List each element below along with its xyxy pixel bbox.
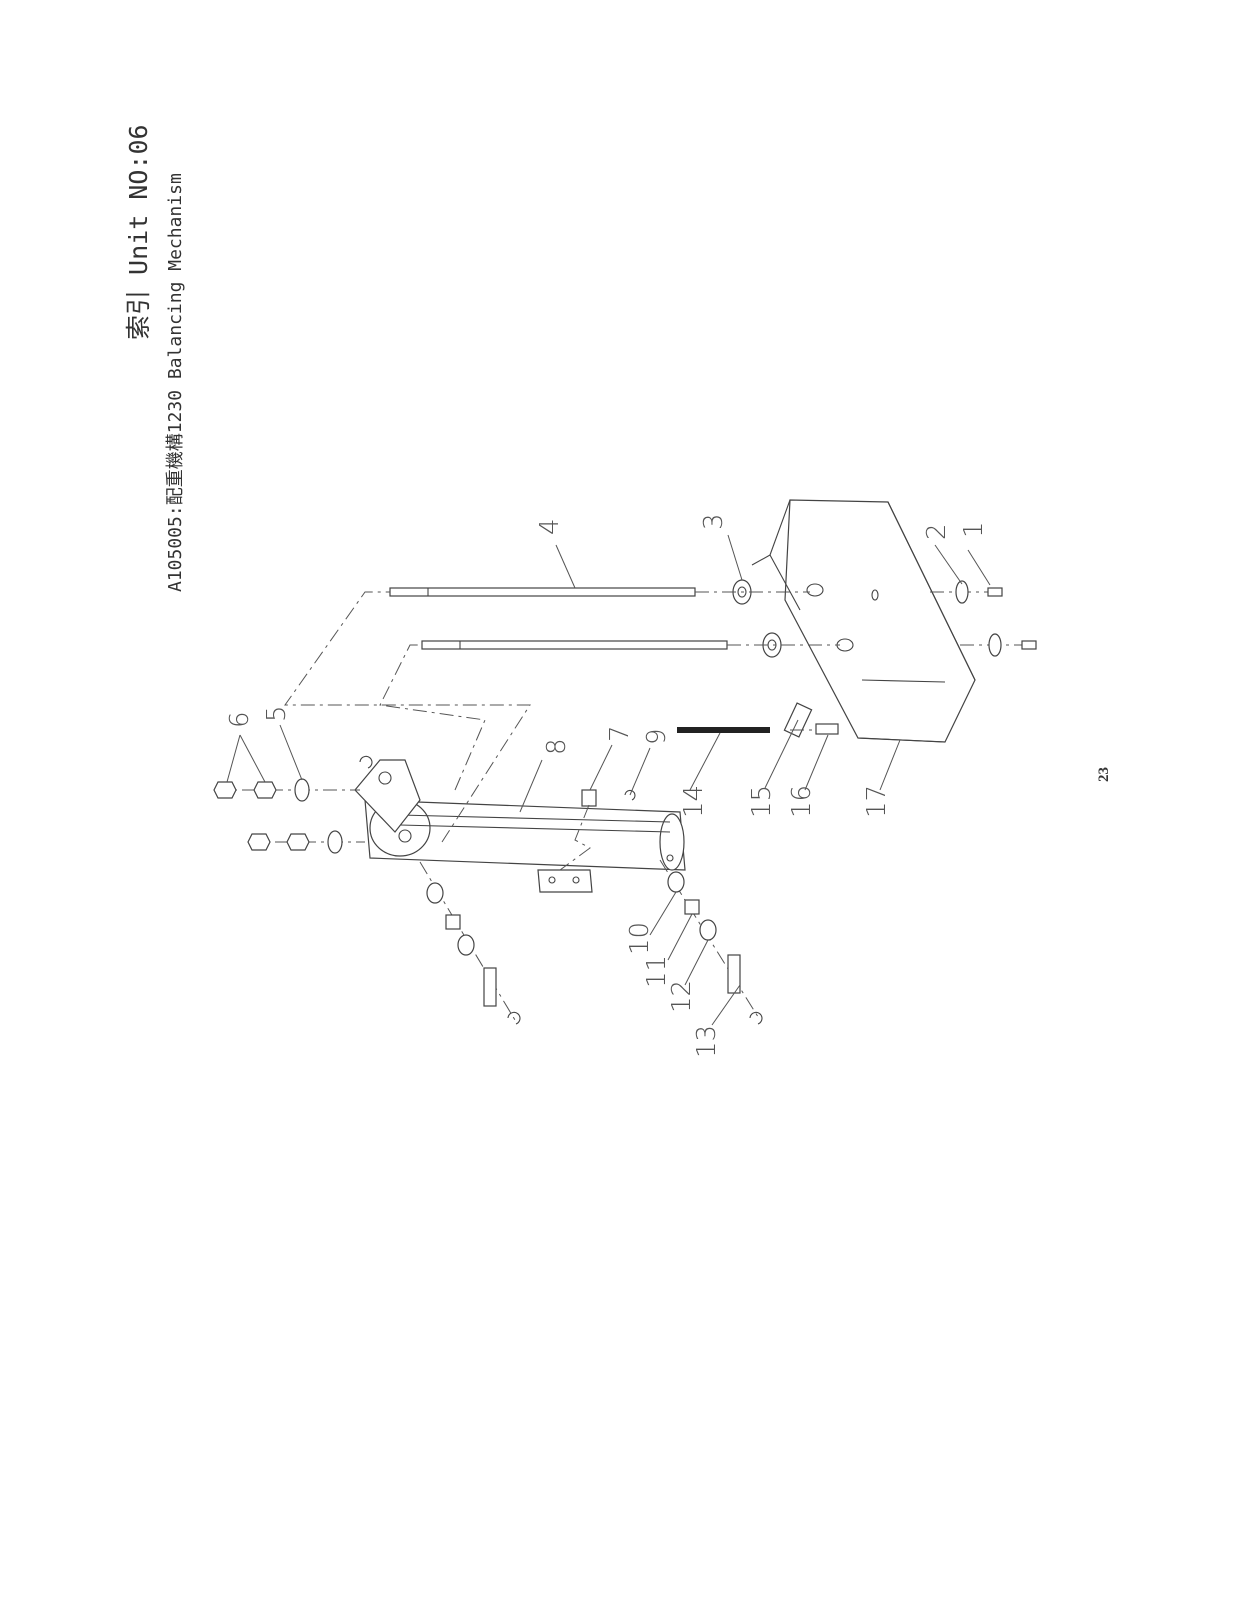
callout-5: 5 bbox=[262, 705, 292, 722]
callout-13: 13 bbox=[692, 1025, 722, 1058]
callout-1: 1 bbox=[959, 521, 989, 538]
callout-14: 14 bbox=[679, 785, 709, 818]
page-number: 23 bbox=[1096, 767, 1112, 782]
pivot-stack-upper bbox=[419, 861, 516, 1021]
callout-17: 17 bbox=[862, 785, 892, 818]
balance-arm bbox=[354, 759, 686, 893]
callout-3: 3 bbox=[699, 513, 729, 530]
callout-labels: 1 2 3 4 5 6 7 8 9 10 11 12 13 14 15 16 1… bbox=[225, 513, 989, 1058]
callout-2: 2 bbox=[922, 523, 952, 540]
callout-12: 12 bbox=[667, 980, 697, 1013]
small-pin bbox=[581, 789, 597, 807]
spring bbox=[677, 727, 770, 733]
callout-6: 6 bbox=[225, 711, 255, 728]
callout-9: 9 bbox=[642, 728, 672, 745]
callout-15: 15 bbox=[747, 785, 777, 818]
callout-11: 11 bbox=[642, 955, 672, 988]
nuts-washers-top bbox=[213, 778, 365, 854]
unit-title: 索引 Unit NO:06 bbox=[124, 124, 153, 340]
guide-rods bbox=[389, 587, 728, 650]
callout-8: 8 bbox=[542, 738, 572, 755]
callout-16: 16 bbox=[787, 785, 817, 818]
callout-7: 7 bbox=[605, 725, 635, 742]
mechanism-title: A105005:配重機構1230 Balancing Mechanism bbox=[165, 173, 186, 592]
pivot-stack-lower bbox=[659, 859, 761, 1021]
callout-4: 4 bbox=[535, 518, 565, 535]
clip-rings bbox=[359, 755, 763, 1025]
callout-10: 10 bbox=[625, 922, 655, 955]
washers-screws-bottom bbox=[930, 580, 1037, 657]
leader-lines bbox=[226, 534, 991, 1026]
